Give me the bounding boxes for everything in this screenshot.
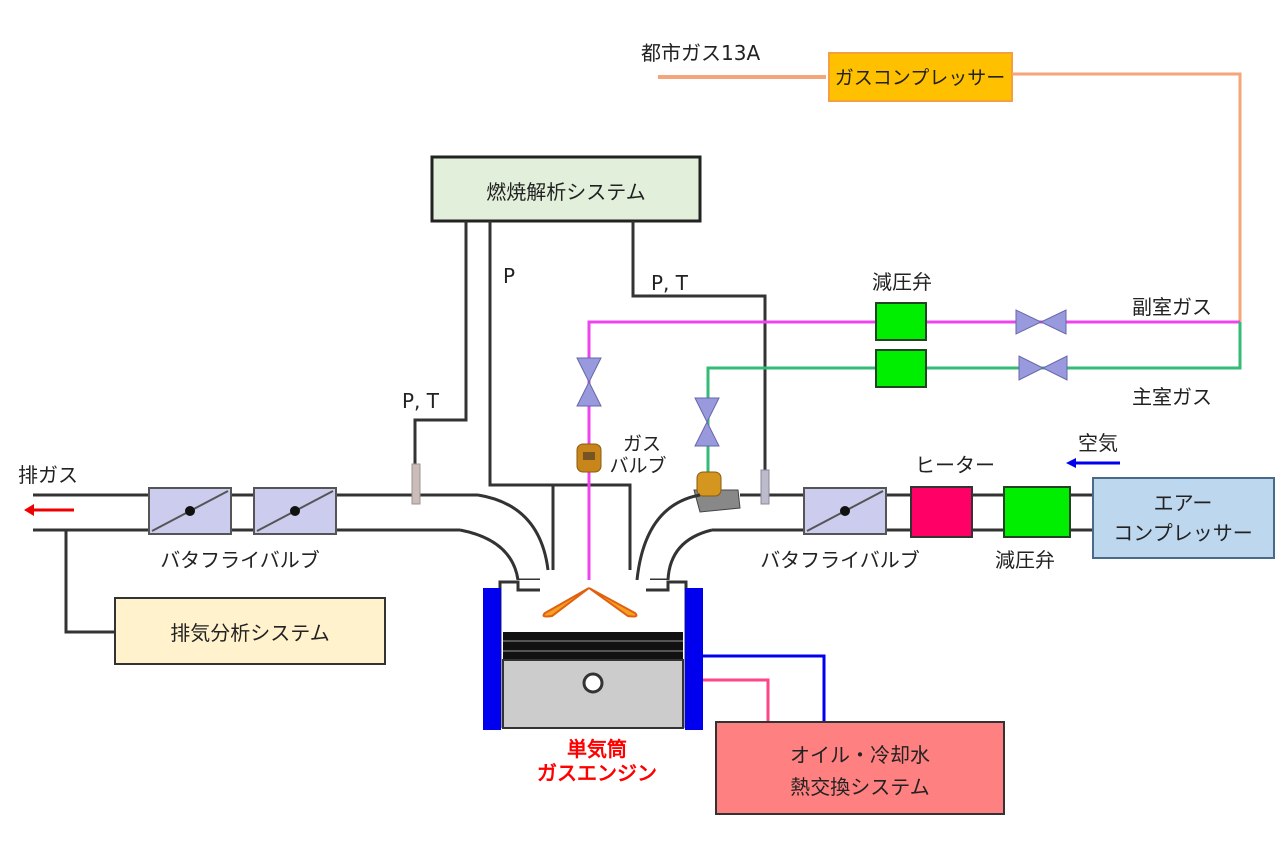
sensor-wire-pt-right xyxy=(631,221,767,475)
heat-exchange-box xyxy=(715,721,1005,815)
pressure-valve-main xyxy=(875,349,927,388)
sensor-pt-left-label: P, T xyxy=(402,389,440,413)
piston-pin xyxy=(582,672,604,694)
gate-valve-main-vertical xyxy=(694,397,720,447)
gate-valve-sub-vertical xyxy=(576,357,602,407)
air-label: 空気 xyxy=(1078,431,1118,455)
main-chamber-gas-label: 主室ガス xyxy=(1132,385,1212,409)
exhaust-analysis-label: 排気分析システム xyxy=(170,621,329,645)
pressure-valve-air xyxy=(1003,486,1071,538)
engine-label-2: ガスエンジン xyxy=(537,761,657,785)
air-compressor-label-1: エアー xyxy=(1154,491,1213,515)
cylinder-wall-right xyxy=(685,588,703,730)
gas-valve-injector-sub xyxy=(576,443,602,473)
heat-exchange-label-1: オイル・冷却水 xyxy=(790,743,930,767)
exhaust-sensor xyxy=(411,463,421,505)
gas-compressor-label: ガスコンプレッサー xyxy=(835,67,1005,89)
exhaust-pipe-bend-top xyxy=(477,493,550,571)
heat-exchange-label-2: 熱交換システム xyxy=(790,775,929,799)
combustion-analysis-box xyxy=(430,155,702,223)
sensor-wire-p xyxy=(488,221,632,570)
pressure-valve-bottom-label: 減圧弁 xyxy=(995,548,1055,572)
flame-left xyxy=(542,587,590,618)
air-compressor-label-2: コンプレッサー xyxy=(1113,521,1252,545)
exhaust-analysis-box xyxy=(114,597,386,665)
combustion-analysis-label: 燃焼解析システム xyxy=(486,180,645,204)
cylinder-wall-left xyxy=(483,588,501,730)
butterfly-right-label: バタフライバルブ xyxy=(760,548,920,572)
air-compressor-box xyxy=(1092,477,1275,559)
flame-right xyxy=(588,587,638,618)
city-gas-label: 都市ガス13A xyxy=(641,41,760,65)
gas-valve-label-1: ガス xyxy=(623,433,661,455)
butterfly-left-label: バタフライバルブ xyxy=(160,548,320,572)
sensor-p-label: P xyxy=(503,264,515,288)
exhaust-gas-label: 排ガス xyxy=(18,463,78,487)
intake-sensor xyxy=(760,469,770,505)
gas-valve-injector-main xyxy=(693,471,741,513)
exhaust-arrow-head xyxy=(24,504,34,516)
engine-cylinder xyxy=(483,580,703,730)
pressure-valve-sub xyxy=(875,302,927,341)
air-arrow-head xyxy=(1066,458,1076,468)
coolant-line xyxy=(703,654,826,722)
butterfly-valve-left-2 xyxy=(253,487,337,535)
pressure-valve-top-label: 減圧弁 xyxy=(872,270,932,294)
sub-chamber-gas-label: 副室ガス xyxy=(1132,295,1212,319)
butterfly-valve-right xyxy=(803,487,887,535)
intake-pipe-bend-bottom xyxy=(650,528,713,582)
gas-compressor-box xyxy=(828,52,1013,102)
gate-valve-main xyxy=(1018,355,1068,381)
exhaust-pipe-bend-bottom xyxy=(459,528,540,582)
intake-pipe-bend-top xyxy=(635,493,701,581)
sensor-wire-pt-left xyxy=(413,221,468,470)
heater-label: ヒーター xyxy=(915,453,995,477)
butterfly-valve-left-1 xyxy=(148,487,232,535)
heater-box xyxy=(910,486,973,538)
compressor-output-line xyxy=(1012,72,1242,322)
oil-line xyxy=(703,678,770,722)
gate-valve-sub xyxy=(1015,309,1067,335)
sensor-pt-right-label: P, T xyxy=(651,271,689,295)
gas-valve-label-2: バルブ xyxy=(609,454,666,477)
piston-body xyxy=(502,659,684,729)
exhaust-analysis-wire xyxy=(64,530,115,634)
engine-label-1: 単気筒 xyxy=(567,737,627,761)
piston-rings xyxy=(503,632,683,660)
